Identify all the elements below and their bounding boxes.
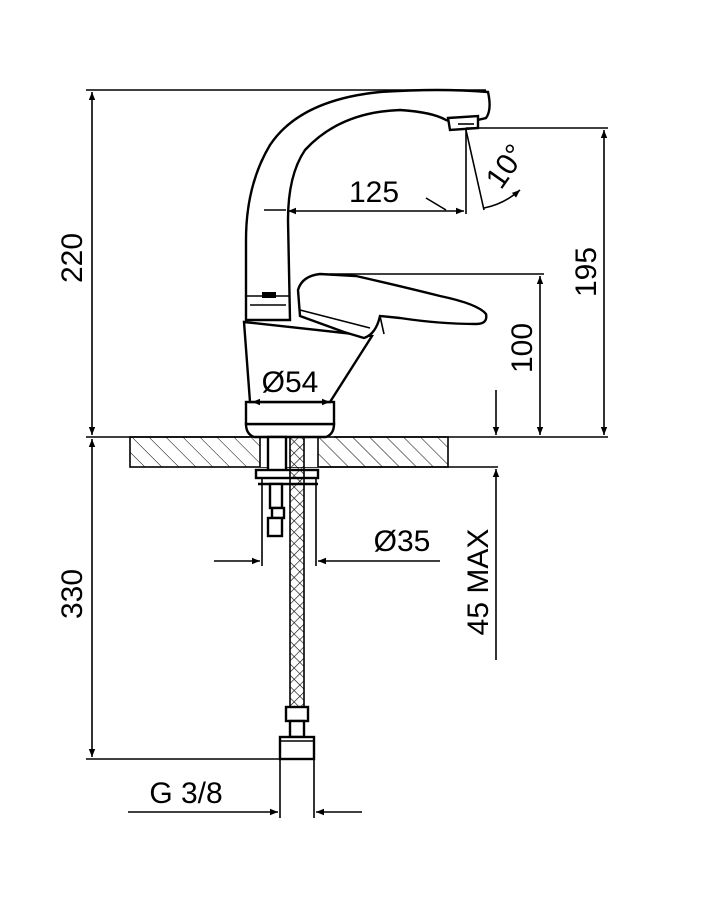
lever-handle	[296, 272, 488, 340]
mounting-parts	[254, 435, 320, 761]
dim-hole-diameter: Ø35	[374, 525, 431, 558]
countertop-section	[129, 436, 449, 468]
braided-hose	[289, 436, 305, 708]
base-flange	[244, 422, 336, 439]
spout-column	[244, 88, 491, 322]
dim-thread: G 3/8	[149, 777, 222, 810]
dim-hose-length: 330	[56, 569, 89, 619]
dim-lever-height: 100	[506, 323, 539, 373]
dim-spout-angle: 10°	[480, 139, 533, 195]
dim-height-total: 220	[56, 233, 89, 283]
dimension-labels: 220 125 10° 195 100 Ø54 Ø35 45 MAX 330 G…	[56, 139, 603, 810]
dim-spout-reach: 125	[349, 176, 399, 209]
dim-outlet-height: 195	[570, 247, 603, 297]
dim-base-diameter: Ø54	[262, 366, 319, 399]
dim-counter-thickness: 45 MAX	[462, 529, 495, 636]
faucet-body	[242, 88, 491, 439]
base-collar	[244, 400, 336, 426]
dimension-lines	[86, 89, 608, 818]
